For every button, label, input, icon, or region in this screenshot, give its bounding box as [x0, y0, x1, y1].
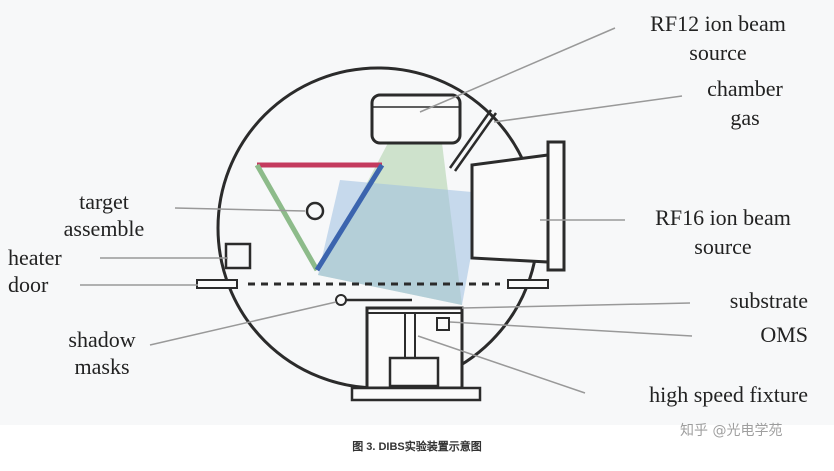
oms-sensor [436, 317, 450, 331]
label-heater: heater [8, 245, 62, 270]
rf16-ion-source [470, 140, 566, 272]
label-rf16: RF16 ion beam [655, 205, 791, 230]
label-target: target [79, 189, 129, 214]
label-door: door [8, 272, 49, 297]
leader-lines [80, 27, 693, 394]
rf16-beam [318, 180, 472, 305]
label-rf16-2: source [694, 234, 751, 259]
high-speed-fixture [350, 306, 482, 402]
target-assembly [254, 162, 385, 272]
label-chamber-gas: chamber [707, 76, 783, 101]
door-flange-left [196, 279, 238, 289]
heater [224, 242, 252, 270]
label-rf12-2: source [689, 40, 746, 65]
label-target-2: assemble [64, 216, 145, 241]
door-flange-right [507, 279, 549, 289]
label-shadow: shadow [68, 327, 135, 352]
label-shadow-2: masks [75, 354, 130, 379]
rf12-ion-source [370, 93, 462, 145]
label-substrate: substrate [730, 288, 808, 313]
label-oms: OMS [760, 322, 808, 347]
dibs-diagram: RF12 ion beam source chamber gas target … [8, 11, 808, 407]
watermark: 知乎 @光电学苑 [680, 423, 783, 439]
figure-caption: 图 3. DIBS实验装置示意图 [352, 441, 482, 453]
label-fixture: high speed fixture [649, 382, 808, 407]
target-face-right [314, 163, 385, 272]
label-chamber-gas-2: gas [730, 105, 759, 130]
label-rf12: RF12 ion beam [650, 11, 786, 36]
gas-inlet [448, 109, 498, 172]
target-face-left [254, 163, 320, 272]
shadow-mask-pivot [335, 294, 347, 306]
